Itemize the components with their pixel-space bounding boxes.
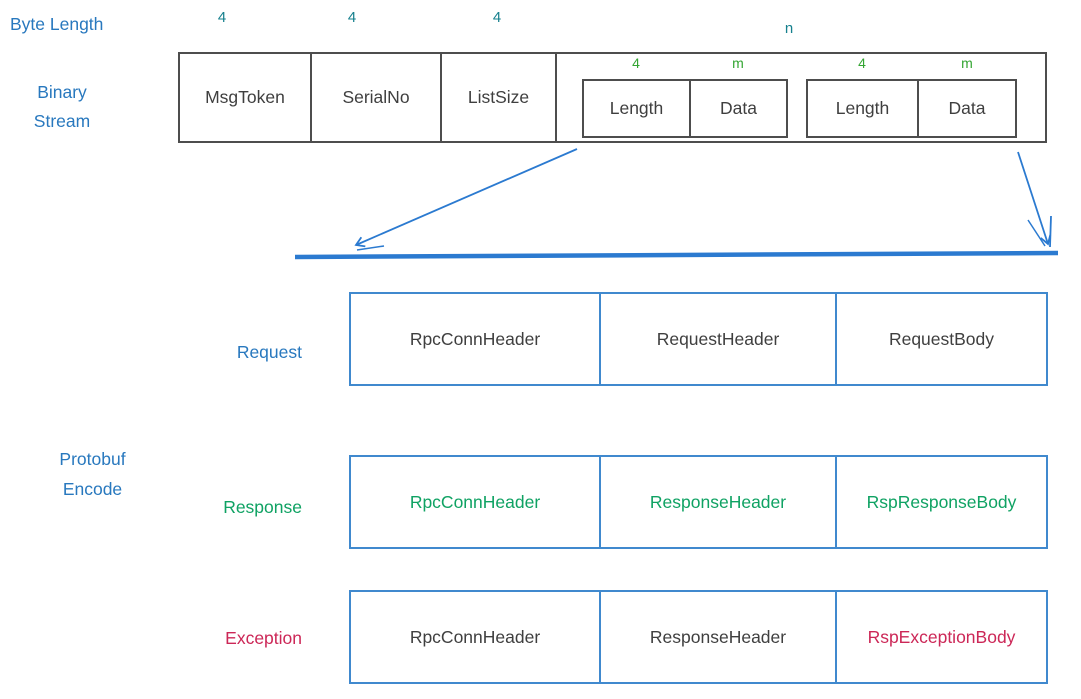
byte-count-list: n bbox=[784, 20, 794, 37]
list-item2-data-label: Data bbox=[948, 98, 986, 118]
byte-count-serialno: 4 bbox=[347, 9, 357, 26]
listsize-label: ListSize bbox=[467, 87, 530, 107]
request-row: RpcConnHeader RequestHeader RequestBody bbox=[349, 292, 1048, 386]
arrow-left-extra-barb bbox=[356, 245, 385, 251]
list-item1-length-bytes: 4 bbox=[632, 55, 640, 71]
serialno-label: SerialNo bbox=[342, 87, 410, 107]
arrow-left-to-baseline bbox=[354, 148, 578, 248]
byte-count-listsize: 4 bbox=[492, 9, 502, 26]
binary-stream-label-line2: Stream bbox=[33, 111, 91, 131]
response-cell-responseheader: ResponseHeader bbox=[599, 457, 835, 547]
list-item2-length-box: Length bbox=[806, 79, 919, 138]
request-row-label: Request bbox=[236, 342, 302, 362]
response-row-label: Response bbox=[223, 497, 302, 517]
list-item1-length-label: Length bbox=[609, 98, 664, 118]
exception-cell-responseheader: ResponseHeader bbox=[599, 592, 835, 682]
exception-cell-rpcconnheader: RpcConnHeader bbox=[409, 626, 541, 647]
list-item1-data-bytes: m bbox=[732, 55, 744, 71]
arrow-right-to-baseline bbox=[1017, 151, 1052, 246]
response-cell-rspresponsebody: RspResponseBody bbox=[835, 457, 1046, 547]
list-item2-length-bytes: 4 bbox=[858, 55, 866, 71]
list-item1-length-box: Length bbox=[582, 79, 691, 138]
list-item1-data-box: Data bbox=[689, 79, 788, 138]
exception-cell-rspexceptionbody: RspExceptionBody bbox=[835, 592, 1046, 682]
msgtoken-label: MsgToken bbox=[205, 87, 285, 107]
request-cell-requestbody: RequestBody bbox=[835, 294, 1046, 384]
response-row: RpcConnHeader ResponseHeader RspResponse… bbox=[349, 455, 1048, 549]
byte-length-label: Byte Length bbox=[10, 14, 104, 34]
list-item1-data-label: Data bbox=[720, 98, 757, 118]
list-item2-length-label: Length bbox=[835, 98, 890, 118]
list-item2-data-bytes: m bbox=[961, 55, 973, 71]
stream-field-listsize: ListSize bbox=[440, 52, 557, 143]
exception-row-label: Exception bbox=[225, 628, 302, 648]
list-item2-data-box: Data bbox=[917, 79, 1017, 138]
protobuf-encode-label-line1: Protobuf bbox=[59, 449, 126, 469]
arrow-right-extra-barb bbox=[1027, 219, 1046, 247]
request-cell-requestheader: RequestHeader bbox=[599, 294, 835, 384]
binary-stream-label-line1: Binary bbox=[37, 82, 87, 102]
byte-count-msgtoken: 4 bbox=[217, 9, 227, 26]
stream-field-msgtoken: MsgToken bbox=[178, 52, 312, 143]
stream-field-serialno: SerialNo bbox=[310, 52, 442, 143]
arrow-right-extra-stroke bbox=[1049, 215, 1052, 248]
response-cell-rpcconnheader: RpcConnHeader bbox=[409, 491, 541, 512]
protobuf-encode-label: Protobuf Encode bbox=[20, 444, 165, 504]
binary-stream-label: Binary Stream bbox=[16, 78, 108, 136]
exception-row: RpcConnHeader ResponseHeader RspExceptio… bbox=[349, 590, 1048, 684]
protobuf-encode-label-line2: Encode bbox=[62, 479, 123, 499]
protobuf-baseline bbox=[294, 250, 1059, 260]
request-cell-rpcconnheader: RpcConnHeader bbox=[409, 328, 541, 349]
